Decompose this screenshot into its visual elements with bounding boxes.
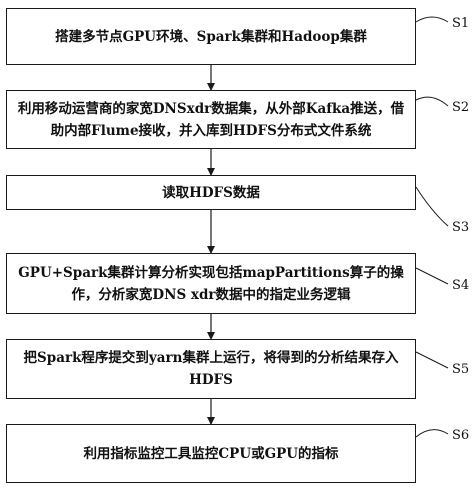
step-box-s1: 搭建多节点GPU环境、Spark集群和Hadoop集群 (6, 8, 416, 65)
step-text-s2: 利用移动运营商的家宽DNSxdr数据集，从外部Kafka推送，借助内部Flume… (17, 100, 405, 139)
step-box-s2: 利用移动运营商的家宽DNSxdr数据集，从外部Kafka推送，借助内部Flume… (6, 90, 416, 149)
step-text-s1: 搭建多节点GPU环境、Spark集群和Hadoop集群 (55, 28, 367, 45)
step-text-s6: 利用指标监控工具监控CPU或GPU的指标 (83, 445, 339, 462)
leader-s6 (415, 429, 449, 438)
step-text-s4: GPU+Spark集群计算分析实现包括mapPartitions算子的操作，分析… (18, 264, 404, 303)
step-text-s3: 读取HDFS数据 (162, 184, 260, 201)
step-label-s1: S1 (452, 16, 470, 31)
leader-s4 (415, 267, 449, 285)
step-box-s6: 利用指标监控工具监控CPU或GPU的指标 (6, 424, 416, 483)
step-label-s4: S4 (452, 278, 470, 293)
step-text-s5: 把Spark程序提交到yarn集群上运行，将得到的分析结果存入HDFS (23, 350, 399, 388)
step-label-s2: S2 (452, 100, 470, 115)
step-label-s3: S3 (452, 220, 470, 235)
step-label-s6: S6 (452, 428, 470, 443)
step-label-s5: S5 (452, 362, 470, 377)
leader-s2 (415, 96, 449, 107)
leader-s3 (415, 186, 449, 227)
leader-s5 (415, 351, 449, 369)
step-box-s3: 读取HDFS数据 (6, 175, 416, 210)
leader-s1 (415, 16, 449, 23)
step-box-s4: GPU+Spark集群计算分析实现包括mapPartitions算子的操作，分析… (6, 253, 416, 314)
step-box-s5: 把Spark程序提交到yarn集群上运行，将得到的分析结果存入HDFS (6, 339, 416, 399)
